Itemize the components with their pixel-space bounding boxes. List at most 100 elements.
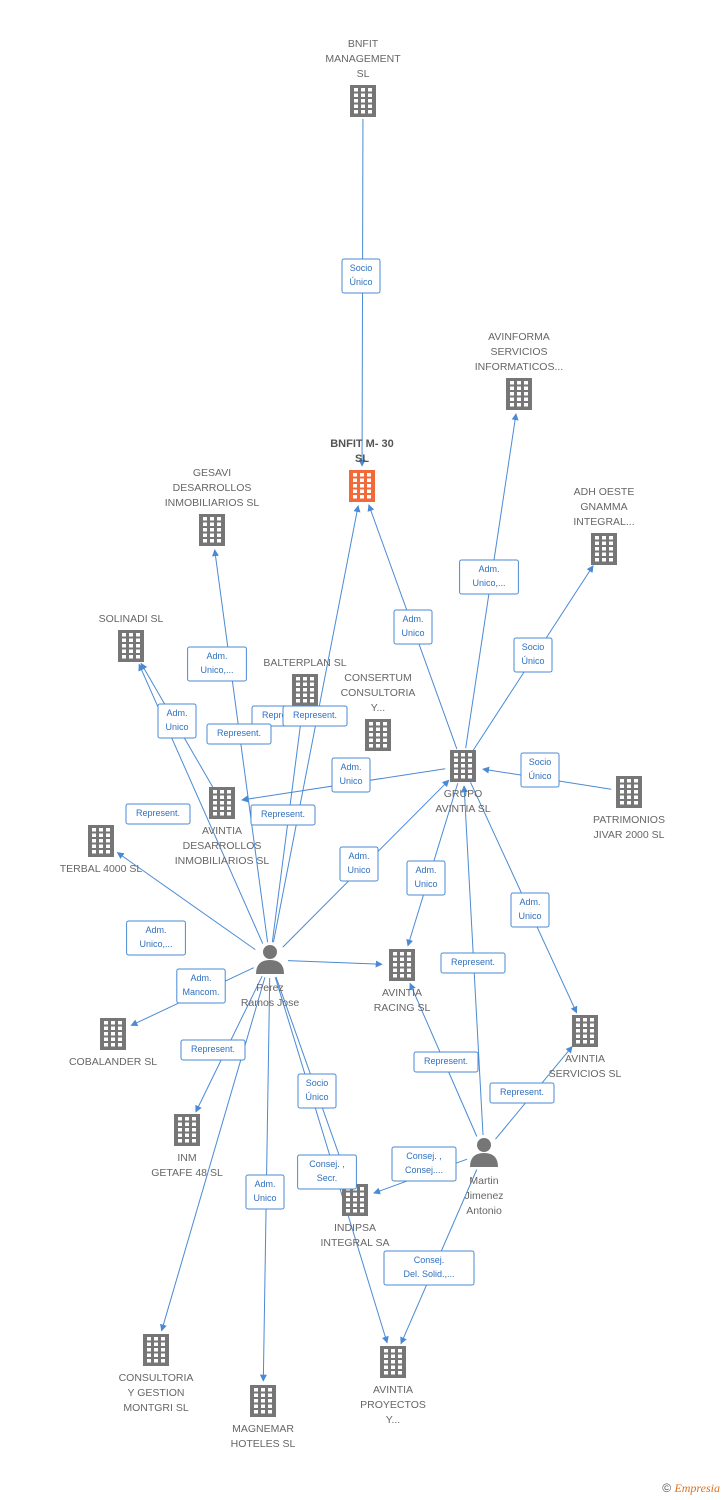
edge-label-box[interactable]: Adm.Unico	[339, 846, 379, 882]
building-window	[161, 1353, 165, 1357]
node-label: MAGNEMAR	[232, 1423, 294, 1435]
edge-label-box[interactable]: Adm.Unico	[157, 703, 197, 739]
node-proyectos[interactable]: AVINTIAPROYECTOSY...	[360, 1346, 426, 1426]
edge-label-text: Unico,...	[200, 665, 233, 675]
building-window	[213, 795, 217, 799]
node-label: Martin	[469, 1175, 498, 1187]
edge-label-box[interactable]: Adm.Unico,...	[126, 920, 186, 956]
person-head	[263, 945, 277, 959]
building-window	[517, 397, 521, 401]
building-window	[583, 1040, 587, 1044]
building-window	[400, 968, 404, 972]
edge-label-box[interactable]: Represent.	[413, 1051, 479, 1073]
edge-label-box[interactable]: Adm.Unico	[406, 860, 446, 896]
edge-label-frame	[510, 892, 550, 928]
edge-label-text: Consej....	[405, 1165, 443, 1175]
building-window	[185, 1133, 189, 1137]
edge-label-box[interactable]: Represent.	[282, 705, 348, 727]
building-window	[595, 541, 599, 545]
edge-label-box[interactable]: Adm.Unico	[510, 892, 550, 928]
node-solinadi[interactable]: SOLINADI SL	[99, 613, 164, 662]
edge-label-box[interactable]: Consej. ,Secr.	[297, 1154, 357, 1190]
building-window	[303, 699, 307, 703]
edge-label-box[interactable]: Adm.Unico	[331, 757, 371, 793]
building-window	[461, 753, 465, 757]
node-consertum[interactable]: CONSERTUMCONSULTORIAY...	[341, 672, 416, 751]
node-label: INMOBILIARIOS SL	[175, 855, 270, 867]
building-window	[361, 110, 365, 114]
edge-label-box[interactable]: Represent.	[440, 952, 506, 974]
edge-label-text: Socio	[350, 263, 373, 273]
building-icon	[209, 787, 235, 819]
building-window	[104, 1043, 108, 1047]
building-window	[268, 1393, 272, 1397]
edge-label-frame	[126, 920, 186, 956]
node-avintia_des[interactable]: AVINTIA DESARROLLOS INMOBILIARIOS SL	[175, 787, 270, 867]
edge-label-box[interactable]: Adm.Unico,...	[187, 646, 247, 682]
building-window	[99, 839, 103, 843]
node-label: AVINFORMA	[488, 331, 550, 343]
building-window	[576, 1029, 580, 1033]
edge-label-box[interactable]: Represent.	[180, 1039, 246, 1061]
node-terbal[interactable]: TERBAL 4000 SL	[60, 825, 143, 875]
building-window	[220, 801, 224, 805]
brand-logo-text[interactable]: Empresia	[674, 1481, 720, 1495]
building-window	[383, 744, 387, 748]
edge-label-box[interactable]: Represent.	[125, 803, 191, 825]
edge-label-box[interactable]: Consej.Del. Solid.,...	[383, 1250, 475, 1286]
node-label: AVINTIA	[202, 825, 242, 837]
edge-label-box[interactable]: Adm.Unico	[245, 1174, 285, 1210]
building-window	[384, 1360, 388, 1364]
building-window	[454, 753, 458, 757]
node-balterplan[interactable]: BALTERPLAN SL	[263, 657, 347, 706]
edge-label-box[interactable]: Represent.	[206, 723, 272, 745]
edge-label-box[interactable]: Represent.	[489, 1082, 555, 1104]
building-window	[111, 1037, 115, 1041]
building-window	[261, 1410, 265, 1414]
node-adh[interactable]: ADH OESTEGNAMMAINTEGRAL...	[573, 486, 635, 565]
building-window	[510, 386, 514, 390]
edge-label-box[interactable]: Adm.Mancom.	[176, 968, 226, 1004]
building-window	[627, 795, 631, 799]
building-window	[192, 1117, 196, 1121]
building-window	[398, 1349, 402, 1353]
edge-label-frame	[489, 1082, 555, 1104]
node-avinforma[interactable]: AVINFORMASERVICIOSINFORMATICOS...	[475, 331, 563, 410]
building-window	[407, 957, 411, 961]
edge-label-box[interactable]: Adm.Unico,...	[459, 559, 519, 595]
node-label: INMOBILIARIOS SL	[165, 497, 260, 509]
building-window	[369, 738, 373, 742]
edge-label-box[interactable]: Adm.Unico	[393, 609, 433, 645]
building-window	[407, 968, 411, 972]
building-icon	[88, 825, 114, 857]
building-window	[360, 478, 364, 482]
building-window	[384, 1349, 388, 1353]
building-window	[99, 844, 103, 848]
building-window	[192, 1128, 196, 1132]
edge-label-box[interactable]: Represent.	[250, 804, 316, 826]
node-label: Jimenez	[464, 1190, 503, 1202]
node-label: DESARROLLOS	[183, 840, 262, 852]
building-window	[217, 533, 221, 537]
building-window	[461, 775, 465, 779]
building-window	[367, 478, 371, 482]
node-cobalander[interactable]: COBALANDER SL	[69, 1018, 157, 1068]
edge-label-box[interactable]: Consej. ,Consej....	[391, 1146, 457, 1182]
